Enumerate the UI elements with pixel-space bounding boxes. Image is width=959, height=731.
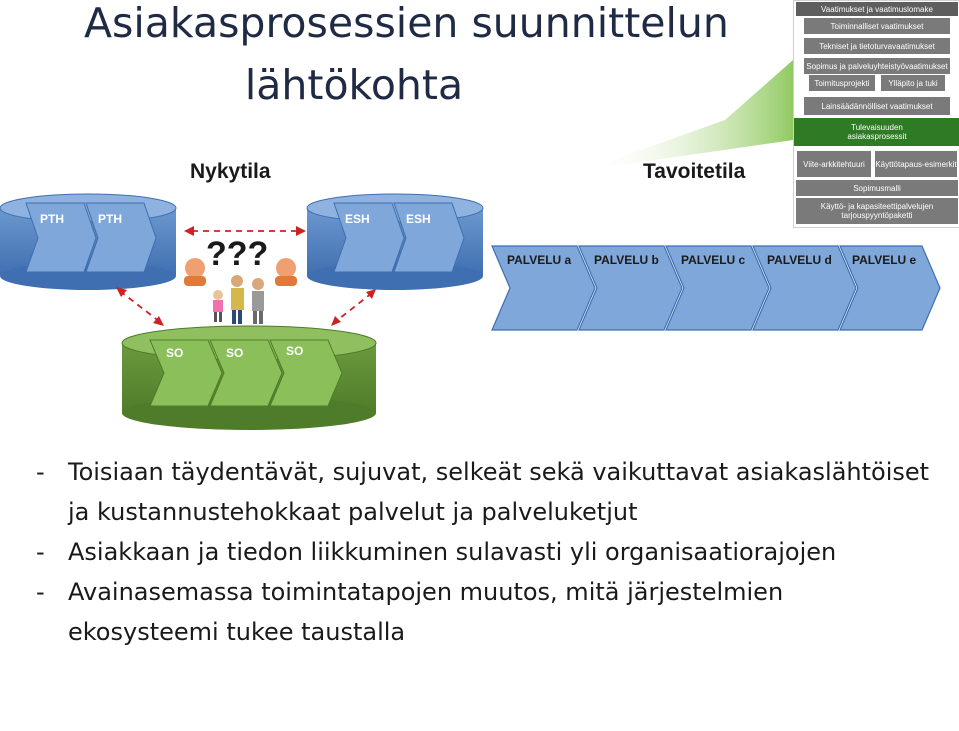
- focus-fan: [585, 60, 793, 170]
- bullet-item: - Avainasemassa toimintatapojen muutos, …: [36, 572, 936, 652]
- so-label-2: SO: [226, 346, 244, 360]
- title-line-1: Asiakasprosessien suunnittelun: [84, 0, 729, 47]
- service-label-d: PALVELU d: [767, 253, 832, 267]
- pth-label-1: PTH: [40, 212, 64, 226]
- so-label-3: SO: [286, 344, 304, 358]
- bullet-dash: -: [36, 538, 45, 566]
- bullet-item: - Asiakkaan ja tiedon liikkuminen sulava…: [36, 532, 936, 572]
- bullet-item: - Toisiaan täydentävät, sujuvat, selkeät…: [36, 452, 936, 532]
- esh-label-1: ESH: [345, 212, 370, 226]
- requirements-stack: Vaatimukset ja vaatimuslomake Toiminnall…: [793, 0, 959, 228]
- stack-row-tender-package: Käyttö- ja kapasiteettipalvelujen tarjou…: [796, 198, 958, 224]
- service-label-b: PALVELU b: [594, 253, 659, 267]
- service-chevron-d: [752, 245, 857, 331]
- service-chevron-a: [491, 245, 596, 331]
- esh-cylinder: [306, 193, 484, 290]
- bullet-list: - Toisiaan täydentävät, sujuvat, selkeät…: [36, 452, 936, 652]
- so-chevron-2: [209, 339, 283, 407]
- stack-row-technical: Tekniset ja tietoturvavaatimukset: [804, 38, 950, 54]
- so-label-1: SO: [166, 346, 184, 360]
- bullet-text: Asiakkaan ja tiedon liikkuminen sulavast…: [68, 538, 837, 566]
- title-line-2: lähtökohta: [244, 61, 464, 109]
- pth-chevron-2: [85, 202, 157, 273]
- question-marks: ???: [206, 235, 269, 273]
- stack-row-functional: Toiminnalliset vaatimukset: [804, 18, 950, 34]
- service-chevron-e: [839, 245, 941, 331]
- pth-cylinder: [0, 193, 177, 290]
- stack-row-contract-model: Sopimusmalli: [796, 180, 958, 196]
- bullet-dash: -: [36, 578, 45, 606]
- pth-label-2: PTH: [98, 212, 122, 226]
- stack-row-future-processes: Tulevaisuuden asiakasprosessit: [794, 118, 959, 146]
- so-chevron-3: [269, 339, 343, 407]
- service-label-a: PALVELU a: [507, 253, 572, 267]
- process-diagram: [0, 60, 941, 430]
- target-state-label: Tavoitetila: [643, 160, 746, 183]
- current-state-label: Nykytila: [190, 160, 271, 183]
- so-cylinder: [121, 325, 377, 430]
- connection-arrows: [119, 230, 373, 323]
- esh-label-2: ESH: [406, 212, 431, 226]
- service-label-e: PALVELU e: [852, 253, 917, 267]
- stack-row-requirements-form: Vaatimukset ja vaatimuslomake: [796, 2, 958, 16]
- people-icon: [184, 258, 297, 324]
- stack-row-legal: Lainsäädännölliset vaatimukset: [804, 97, 950, 115]
- stack-box-maintenance: Ylläpito ja tuki: [880, 74, 946, 92]
- bullet-text: Avainasemassa toimintatapojen muutos, mi…: [68, 578, 784, 646]
- esh-chevron-2: [393, 202, 465, 273]
- stack-box-delivery-project: Toimitusprojekti: [808, 74, 876, 92]
- service-chevron-b: [578, 245, 683, 331]
- bullet-dash: -: [36, 458, 45, 486]
- pth-chevron-1: [25, 202, 97, 273]
- stack-box-use-cases: Käyttötapaus-esimerkit: [874, 150, 958, 178]
- arrow-heads: [116, 226, 376, 326]
- bullet-text: Toisiaan täydentävät, sujuvat, selkeät s…: [68, 458, 930, 526]
- slide-title: Asiakasprosessien suunnittelun lähtökoht…: [84, 0, 784, 116]
- stack-box-reference-architecture: Viite-arkkitehtuuri: [796, 150, 872, 178]
- service-label-c: PALVELU c: [681, 253, 746, 267]
- service-chain: [491, 245, 941, 331]
- stack-row-contract: Sopimus ja palveluyhteistyövaatimukset: [804, 58, 950, 74]
- esh-chevron-1: [333, 202, 405, 273]
- so-chevron-1: [149, 339, 223, 407]
- service-chevron-c: [665, 245, 770, 331]
